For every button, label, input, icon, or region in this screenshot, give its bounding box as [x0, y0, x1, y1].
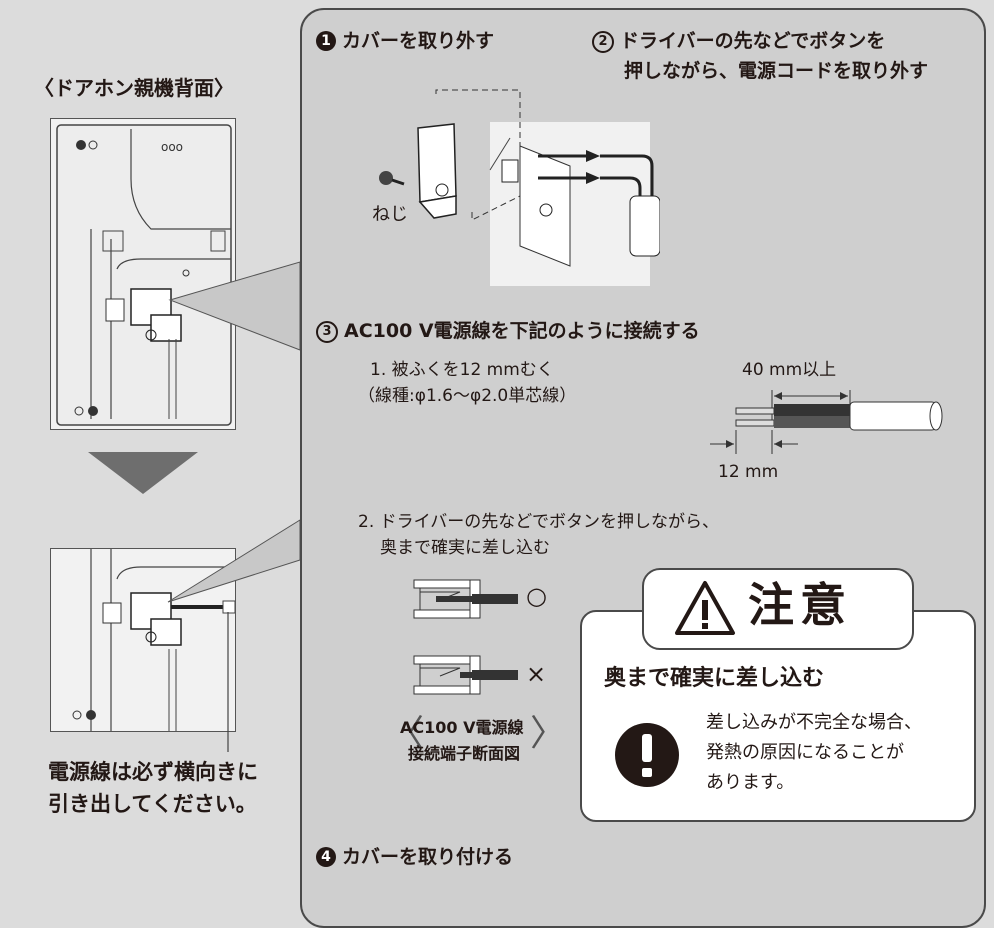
- warning-triangle-icon: [675, 581, 735, 635]
- step4-label: カバーを取り付ける: [342, 846, 514, 868]
- step1-label: カバーを取り外す: [342, 30, 495, 52]
- step2-line1: ドライバーの先などでボタンを: [620, 30, 886, 52]
- wire-direction-note-line1: 電源線は必ず横向きに: [48, 760, 258, 784]
- cover-removal-illustration: [379, 89, 660, 286]
- step3-label: AC100 V電源線を下記のように接続する: [344, 320, 700, 342]
- step3-number-badge: 3: [316, 321, 338, 343]
- step4-number-badge: 4: [316, 847, 336, 867]
- caution-title: 注意: [748, 578, 852, 632]
- device-rear-photo-bottom: [50, 548, 236, 732]
- step4-heading: 4 カバーを取り付ける: [316, 846, 513, 869]
- step2-line2: 押しながら、電源コードを取り外す: [624, 60, 929, 82]
- caution-body-line2: 発熱の原因になることが: [706, 742, 904, 763]
- diagram-caption-close-bracket: 〉: [530, 713, 567, 754]
- device-rear-illustration-bottom: [72, 549, 235, 731]
- svg-text:ooo: ooo: [161, 140, 183, 154]
- terminal-correct-diagram: [413, 579, 518, 619]
- dimension-short-label: 12 mm: [718, 462, 779, 482]
- step2-number-badge: 2: [592, 31, 614, 53]
- diagram-caption-open-bracket: 〈: [388, 713, 425, 754]
- ok-mark: ○: [526, 582, 547, 610]
- step3-heading: 3 AC100 V電源線を下記のように接続する: [316, 320, 700, 343]
- device-rear-photo-top: ooo: [50, 118, 236, 430]
- caution-title-tab: [642, 568, 914, 650]
- step3-item2-line1: 2. ドライバーの先などでボタンを押しながら、: [358, 512, 719, 532]
- step3-item2-line2: 奥まで確実に差し込む: [380, 538, 550, 558]
- screw-label-text: ねじ: [372, 204, 408, 225]
- diagram-caption-line2: 接続端子断面図: [408, 744, 521, 763]
- down-arrow-icon: [88, 452, 198, 494]
- device-rear-illustration-top: ooo: [56, 124, 232, 426]
- terminal-incorrect-diagram: [413, 655, 518, 695]
- dimension-long-label: 40 mm以上: [742, 360, 837, 380]
- rear-view-title: 〈ドアホン親機背面〉: [34, 76, 234, 100]
- step1-number-badge: 1: [316, 31, 336, 51]
- caution-headline: 奥まで確実に差し込む: [604, 666, 825, 691]
- wire-direction-note-line2: 引き出してください。: [48, 792, 257, 816]
- step2-heading: 2 ドライバーの先などでボタンを: [592, 30, 885, 53]
- wire-strip-diagram: [710, 390, 943, 454]
- leader-lines: [167, 261, 301, 752]
- step1-heading: 1 カバーを取り外す: [316, 30, 494, 53]
- caution-body-line3: あります。: [706, 772, 795, 793]
- step3-item1-line1: 1. 被ふくを12 mmむく: [370, 360, 554, 380]
- ng-mark: ×: [526, 660, 547, 688]
- step3-item1-line2: （線種:φ1.6～φ2.0単芯線）: [358, 386, 577, 406]
- caution-body-line1: 差し込みが不完全な場合、: [706, 712, 922, 733]
- exclamation-icon: [615, 723, 679, 787]
- diagram-caption-line1: AC100 V電源線: [400, 718, 524, 737]
